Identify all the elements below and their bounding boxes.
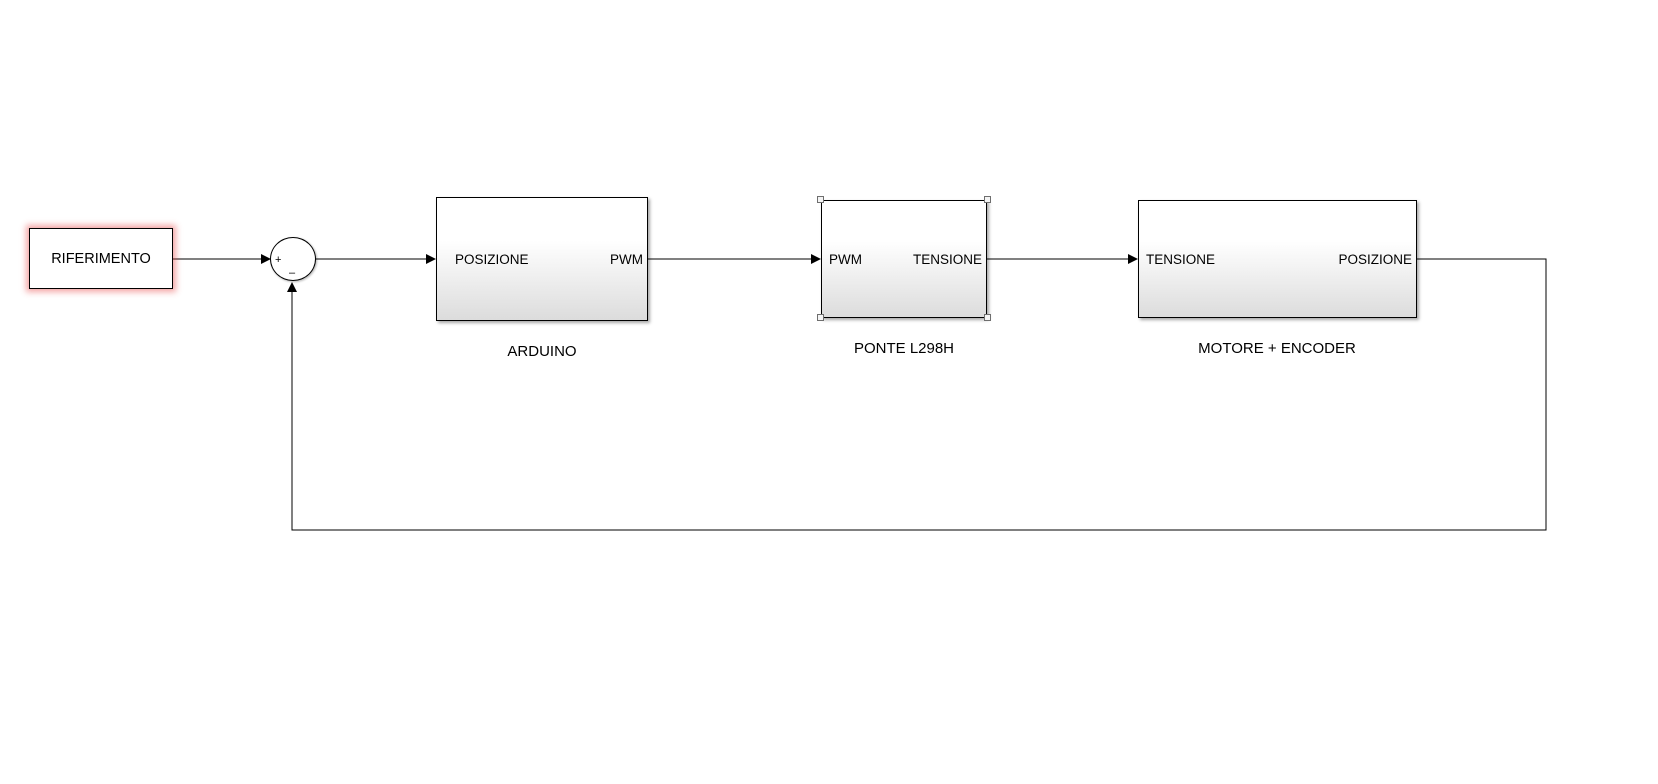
- arduino-output-port-label: PWM: [610, 252, 643, 267]
- ponte-output-port-label: TENSIONE: [912, 252, 982, 267]
- motore-output-port-label: POSIZIONE: [1338, 252, 1412, 267]
- sum-minus-sign: –: [289, 267, 296, 279]
- arduino-block[interactable]: POSIZIONE PWM: [436, 197, 648, 321]
- arduino-input-port-label: POSIZIONE: [455, 252, 529, 267]
- motore-encoder-block[interactable]: TENSIONE POSIZIONE: [1138, 200, 1417, 318]
- riferimento-block[interactable]: RIFERIMENTO: [29, 228, 173, 289]
- riferimento-label: RIFERIMENTO: [51, 250, 151, 267]
- ponte-input-port-label: PWM: [829, 252, 862, 267]
- arduino-caption: ARDUINO: [507, 343, 577, 360]
- resize-handle-top-right[interactable]: [984, 196, 991, 203]
- ponte-caption: PONTE L298H: [853, 340, 955, 357]
- sum-plus-sign: +: [275, 254, 282, 266]
- resize-handle-bottom-left[interactable]: [817, 314, 824, 321]
- motore-input-port-label: TENSIONE: [1146, 252, 1216, 267]
- motore-encoder-caption: MOTORE + ENCODER: [1198, 340, 1356, 357]
- signal-feedback[interactable]: [287, 258, 1547, 531]
- sum-junction[interactable]: + –: [270, 237, 316, 281]
- ponte-block[interactable]: PWM TENSIONE: [821, 200, 987, 318]
- resize-handle-top-left[interactable]: [817, 196, 824, 203]
- resize-handle-bottom-right[interactable]: [984, 314, 991, 321]
